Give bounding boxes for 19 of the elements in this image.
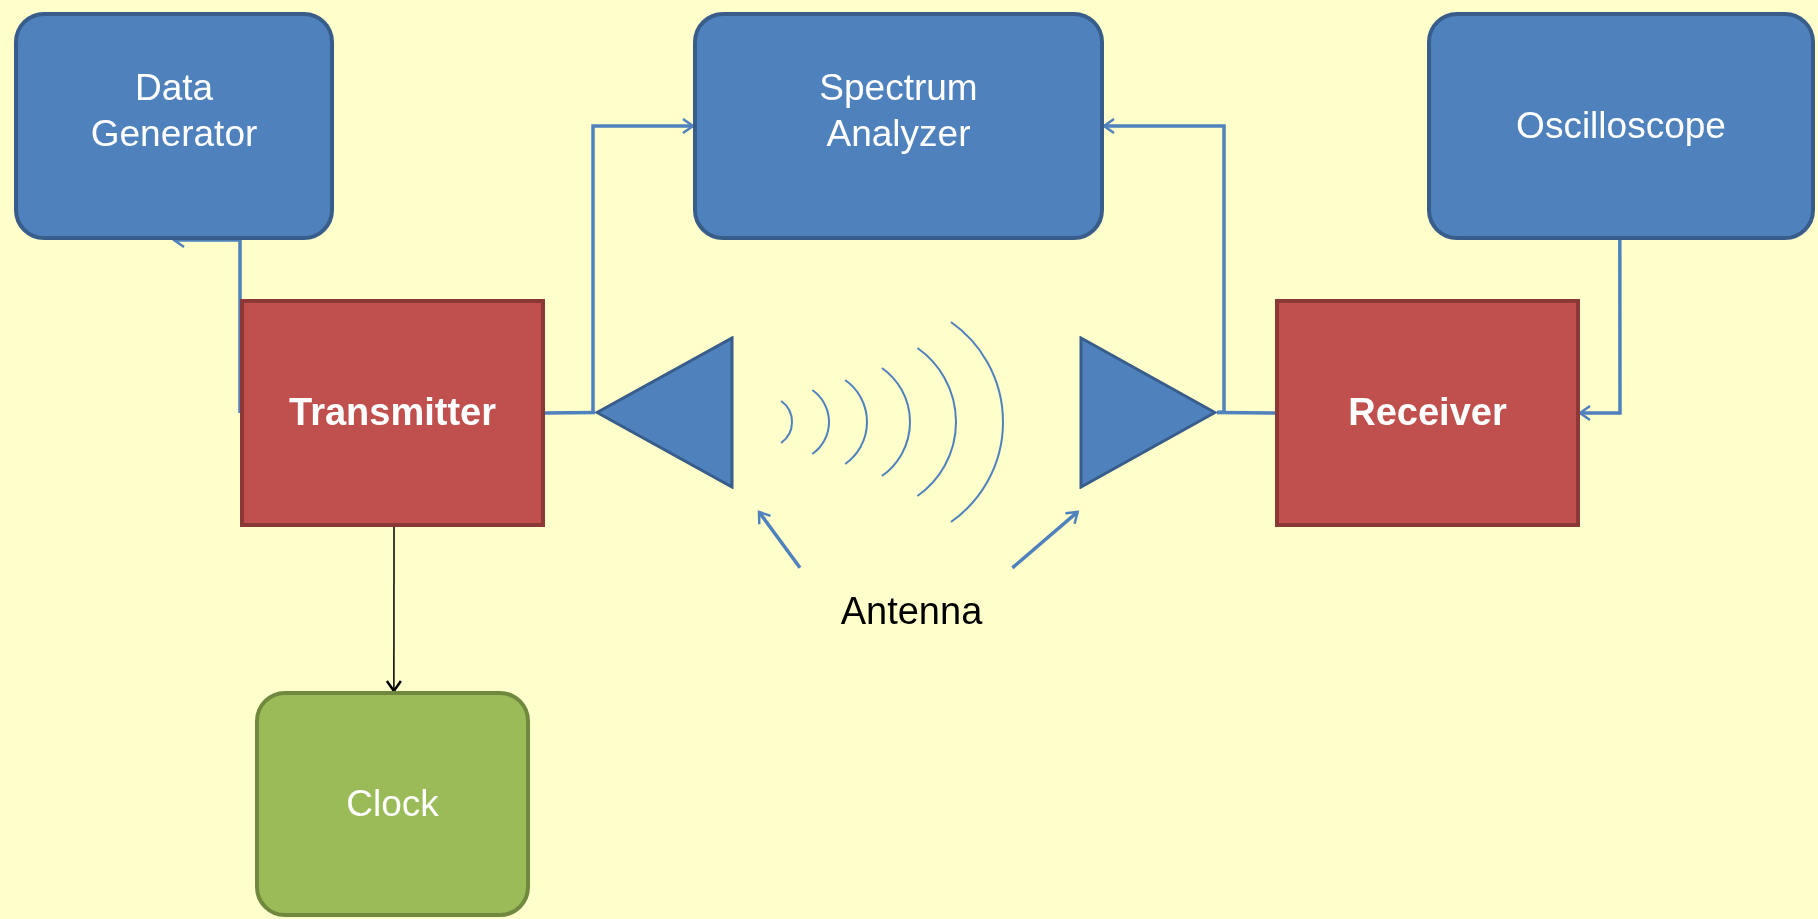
arrow: [1011, 510, 1079, 570]
box-label: Transmitter: [289, 390, 496, 436]
box-label: Data Generator: [89, 65, 259, 156]
box-label: Receiver: [1348, 390, 1507, 436]
arrow: [385, 526, 403, 693]
clock-box: [255, 691, 530, 917]
arrow: [591, 117, 695, 414]
instrument-box: [1427, 12, 1815, 240]
instrument-box: [693, 12, 1104, 240]
box-label: Clock: [345, 781, 440, 826]
antenna-triangle: [1079, 336, 1217, 489]
antenna-label: Antenna: [823, 585, 1000, 637]
instrument-box: [14, 12, 334, 240]
device-box: [1275, 299, 1580, 527]
antenna-triangle: [595, 336, 734, 489]
arrow: [757, 510, 802, 569]
box-label: Spectrum Analyzer: [818, 65, 979, 156]
box-label: Oscilloscope: [1515, 103, 1727, 148]
device-box: [240, 299, 545, 527]
